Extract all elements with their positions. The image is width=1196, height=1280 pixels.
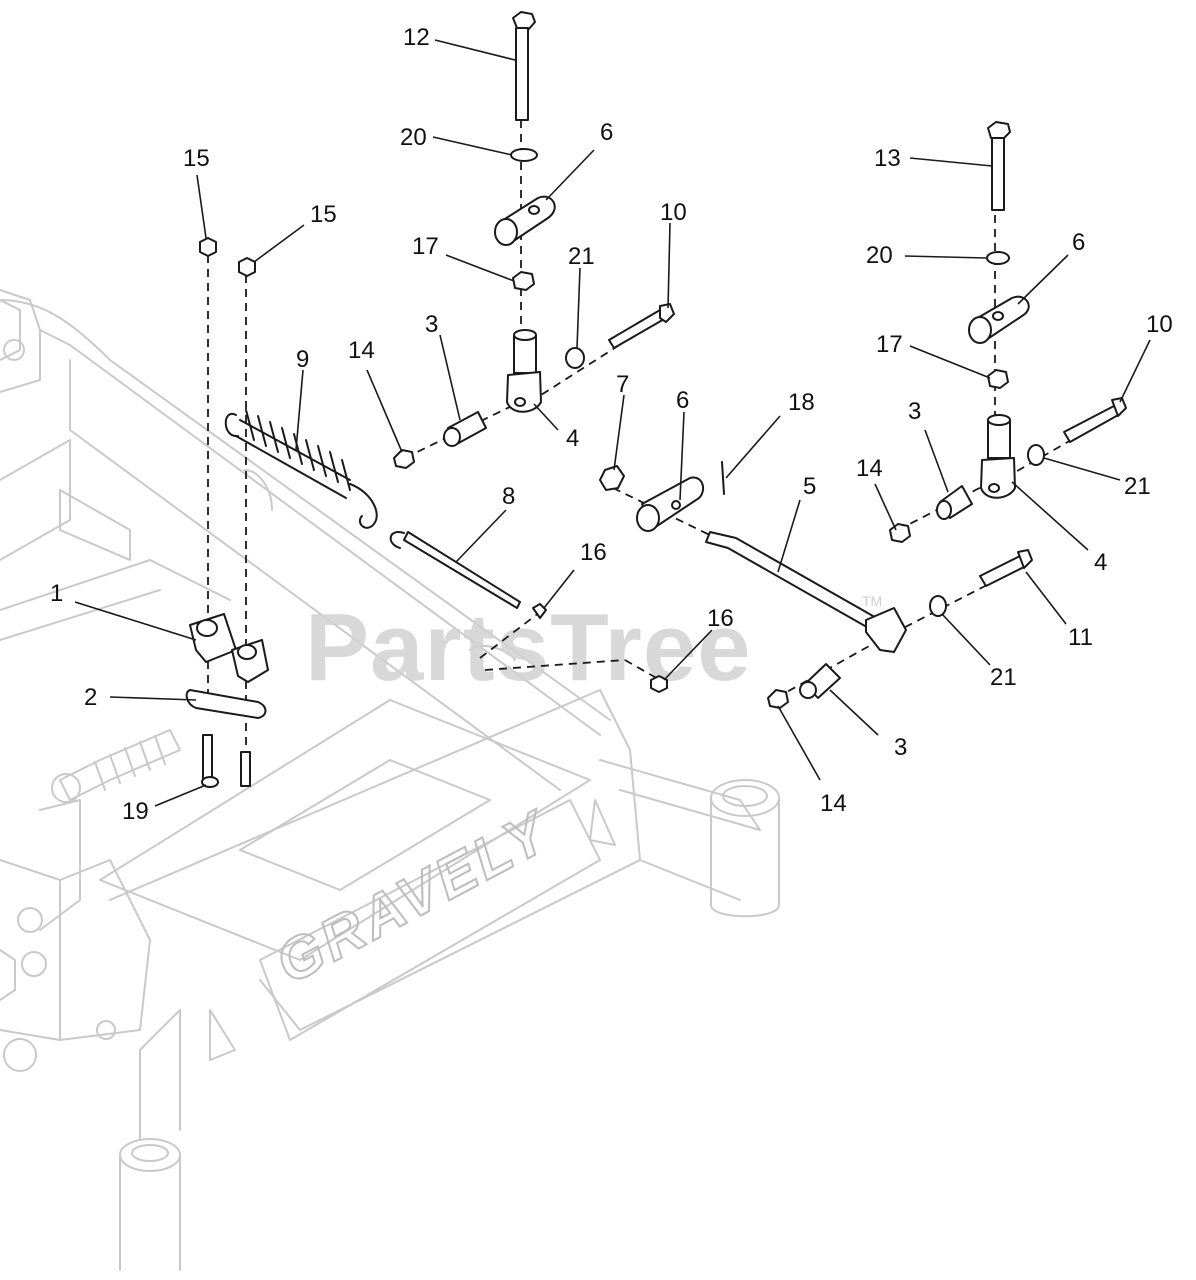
callout-14: 14: [856, 455, 883, 482]
cotter-pin-18: [721, 461, 725, 495]
watermark-text: PartsTree: [305, 594, 752, 701]
nut-15-b: [238, 257, 256, 277]
mower-frame: GRAVELY: [0, 289, 780, 1271]
callout-6: 6: [676, 387, 689, 414]
clip-16-a: [532, 603, 547, 619]
spring-9: [224, 409, 378, 529]
bolt-11: [979, 549, 1033, 587]
spacer-3-right: [936, 485, 973, 520]
frame-brand-text: GRAVELY: [266, 798, 562, 997]
pivot-6-center: [636, 476, 705, 532]
bolt-13: [987, 121, 1011, 211]
callout-21: 21: [990, 664, 1017, 691]
pin-19b: [240, 751, 251, 787]
nut-17-right: [987, 369, 1009, 389]
callout-18: 18: [788, 389, 815, 416]
callout-1: 1: [50, 580, 63, 607]
callout-21: 21: [568, 243, 595, 270]
watermark-trademark: TM: [862, 593, 882, 609]
callout-5: 5: [803, 473, 816, 500]
spacer-3-left: [443, 411, 487, 447]
callout-4: 4: [566, 425, 579, 452]
callout-11: 11: [1068, 624, 1093, 651]
pivot-6-right: [968, 295, 1030, 344]
nut-14-right: [889, 523, 911, 543]
washer-21-right: [1027, 444, 1045, 466]
nut-16-b: [650, 675, 668, 693]
castle-nut-7: [599, 465, 625, 491]
bolt-10-right: [1063, 397, 1127, 443]
callout-3: 3: [425, 311, 438, 338]
callout-12: 12: [403, 24, 430, 51]
callout-14: 14: [820, 790, 847, 817]
callout-16: 16: [707, 605, 734, 632]
washer-20-right: [986, 251, 1010, 265]
bolt-10-left: [608, 303, 675, 349]
callout-13: 13: [874, 145, 901, 172]
callout-6: 6: [1072, 229, 1085, 256]
callout-10: 10: [660, 199, 687, 226]
washer-20-left: [510, 148, 538, 162]
callout-15: 15: [310, 201, 337, 228]
plate-2: [185, 689, 267, 719]
leader-lines: [74, 39, 1151, 807]
callout-3: 3: [908, 398, 921, 425]
callout-21: 21: [1124, 473, 1151, 500]
pivot-block-4-right: [980, 414, 1016, 499]
callout-17: 17: [412, 233, 439, 260]
bolt-12: [512, 11, 536, 121]
callout-4: 4: [1094, 549, 1107, 576]
callout-10: 10: [1146, 311, 1173, 338]
callout-7: 7: [616, 371, 629, 398]
pivot-block-4-left: [506, 329, 542, 413]
callout-15: 15: [183, 145, 210, 172]
nut-17-left: [512, 271, 535, 291]
callout-labels: 12 20 6 15 15 17 21 10 9 14 3 4 7 6 18 8…: [50, 24, 1173, 825]
callout-6: 6: [600, 119, 613, 146]
nut-15-a: [199, 237, 217, 257]
rod-5: [705, 531, 907, 653]
callout-8: 8: [502, 483, 515, 510]
callout-9: 9: [296, 346, 309, 373]
washer-21-center: [929, 595, 947, 617]
callout-16: 16: [580, 539, 607, 566]
washer-21-left: [565, 347, 585, 369]
callout-20: 20: [866, 242, 893, 269]
callout-17: 17: [876, 331, 903, 358]
rod-8: [389, 531, 521, 609]
callout-3: 3: [894, 734, 907, 761]
bracket-1: [189, 613, 269, 683]
nut-14-left: [393, 449, 415, 469]
callout-19: 19: [122, 798, 149, 825]
spacer-3-center: [799, 663, 841, 699]
pivot-6-top-left: [494, 195, 556, 246]
callout-20: 20: [400, 124, 427, 151]
nut-14-center: [767, 689, 789, 709]
callout-2: 2: [84, 684, 97, 711]
callout-14: 14: [348, 337, 375, 364]
pin-19: [201, 734, 219, 788]
